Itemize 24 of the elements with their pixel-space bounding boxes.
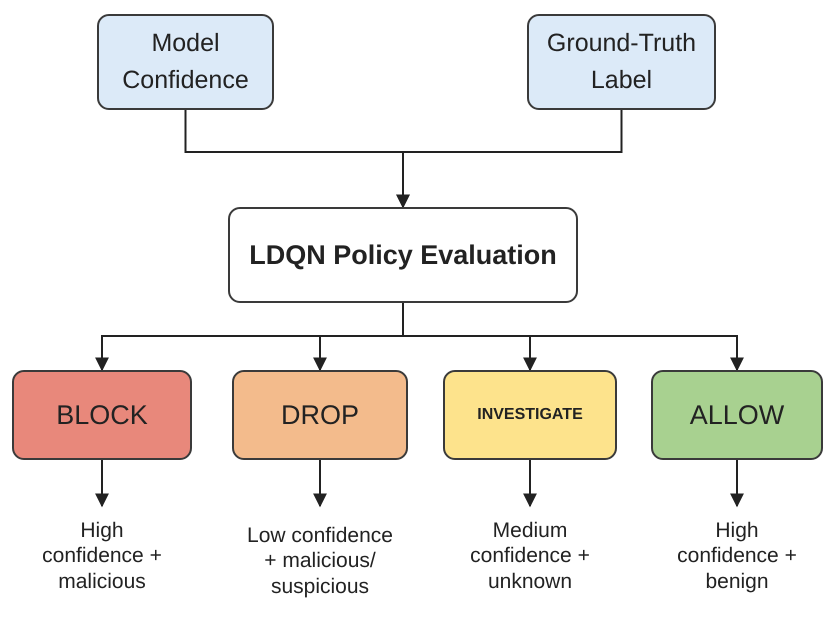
arrow xyxy=(95,460,109,508)
outcome-text: High confidence + benign xyxy=(676,518,798,594)
box-label: Ground-Truth Label xyxy=(546,28,698,96)
arrow xyxy=(402,303,744,372)
arrow xyxy=(523,460,537,508)
arrow xyxy=(730,460,744,508)
box-label: DROP xyxy=(280,398,360,432)
action-box xyxy=(651,370,823,460)
outcome-text: High confidence + malicious xyxy=(41,518,163,594)
box-label: LDQN Policy Evaluation xyxy=(248,238,558,272)
process-box xyxy=(228,207,578,303)
arrow xyxy=(313,460,327,508)
box-label: ALLOW xyxy=(688,398,786,432)
action-box xyxy=(443,370,617,460)
action-box xyxy=(12,370,192,460)
outcome-text: Medium confidence + unknown xyxy=(469,518,591,594)
box-label: INVESTIGATE xyxy=(476,405,584,425)
outcome-text: Low confidence + malicious/ suspicious xyxy=(246,523,394,599)
input-box xyxy=(527,14,716,110)
action-box xyxy=(232,370,408,460)
input-box xyxy=(97,14,274,110)
arrow xyxy=(396,110,622,208)
box-label: Model Confidence xyxy=(121,28,250,96)
box-label: BLOCK xyxy=(55,398,149,432)
